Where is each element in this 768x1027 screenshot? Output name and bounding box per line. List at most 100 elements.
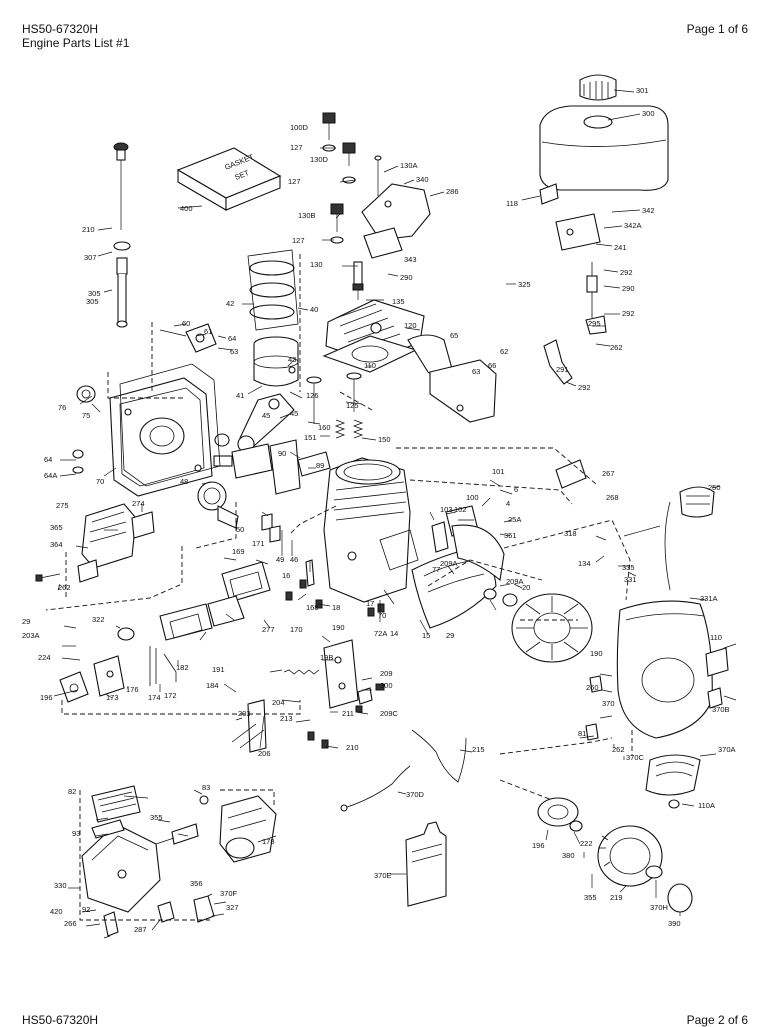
part-callout-222: 222 [580,839,593,848]
part-callout-262: 262 [58,583,71,592]
fuel-cap [579,74,617,101]
part-callout-292: 292 [622,309,635,318]
part-callout-209A: 209A [440,559,458,568]
governor-arm-bracket [429,359,497,423]
part-callout-370A: 370A [718,745,736,754]
governor-spring-bracket [323,639,359,709]
part-callout-49: 49 [276,555,284,564]
starter-washer [569,820,583,832]
shut-off-valve [539,183,559,205]
part-callout-190: 190 [332,623,345,632]
part-callout-340: 340 [416,175,429,184]
part-callout-45: 45 [262,411,270,420]
part-callout-390: 390 [668,919,681,928]
part-callout-102: 102 [454,505,467,514]
block-fasteners [285,559,385,617]
part-callout-63: 63 [472,367,480,376]
ground-wire [411,729,467,783]
part-callout-126: 126 [306,391,319,400]
fuel-tank [539,105,669,191]
callout-leaders [53,89,737,939]
part-callout-400: 400 [180,204,193,213]
part-callout-351: 351 [504,531,517,540]
part-callout-29: 29 [446,631,454,640]
part-callout-291: 291 [556,365,569,374]
part-callout-420: 420 [50,907,63,916]
part-callout-60: 60 [182,319,190,328]
spark-plug-wire [623,501,671,591]
part-callout-262: 262 [612,745,625,754]
part-callout-191: 191 [212,665,225,674]
part-callout-215: 215 [472,745,485,754]
part-callout-331: 331 [624,575,637,584]
piston-rings [247,249,299,331]
part-callout-46: 46 [290,555,298,564]
drain-plugs [72,449,84,474]
part-callout-82: 82 [68,787,76,796]
intake-gaskets [159,595,245,641]
part-callout-322: 322 [92,615,105,624]
cam-gear [197,481,239,529]
part-callout-266: 266 [64,919,77,928]
throttle-rods [231,723,265,749]
flywheel [511,593,593,663]
part-callout-274: 274 [132,499,145,508]
muffler-bracket [77,559,99,583]
valve-tappets [261,513,281,543]
oil-seal [76,385,96,403]
part-callout-173: 173 [106,693,119,702]
part-callout-125: 125 [346,401,359,410]
throttle-control-lever [543,339,573,385]
part-callout-250: 250 [708,483,721,492]
part-callout-241: 241 [614,243,627,252]
part-callout-63: 63 [230,347,238,356]
part-callout-48: 48 [180,477,188,486]
part-callout-43: 43 [288,355,296,364]
part-callout-81: 81 [578,729,586,738]
part-callout-318: 318 [564,529,577,538]
part-callout-380: 380 [562,851,575,860]
part-callout-209: 209 [380,669,393,678]
assembly-guide-lines [45,254,633,921]
part-callout-184: 184 [206,681,219,690]
part-callout-45: 45 [290,409,298,418]
part-callout-42: 42 [226,299,234,308]
baffle-plate [451,524,505,582]
part-callout-210: 210 [82,225,95,234]
part-callout-196: 196 [40,693,53,702]
governor-shaft-assembly [159,323,217,353]
cover-gasket [119,363,221,487]
part-callout-15: 15 [422,631,430,640]
part-callout-290: 290 [622,284,635,293]
part-callout-127: 127 [292,236,305,245]
part-callout-64: 64 [44,455,52,464]
wire-harness-connector [679,486,715,518]
header-left: HS50-67320H Engine Parts List #1 [22,22,129,50]
part-callout-134: 134 [578,559,591,568]
part-callout-174: 174 [148,693,161,702]
part-callout-40: 40 [310,305,318,314]
warning-decal [91,785,141,823]
cylinder-baffle [361,183,431,241]
part-callout-343: 343 [404,255,417,264]
part-callout-206: 206 [258,749,271,758]
ignition-module [431,521,449,553]
part-callout-342: 342 [642,206,655,215]
part-callout-178: 178 [262,837,275,846]
governor-spring [283,669,320,675]
part-callout-292: 292 [620,268,633,277]
valve-springs [334,419,364,439]
part-callout-14: 14 [390,629,398,638]
part-callout-127: 127 [288,177,301,186]
part-callout-342A: 342A [624,221,642,230]
piston [253,336,299,387]
part-callout-150: 150 [378,435,391,444]
dipstick [113,142,129,230]
part-callout-203: 203 [238,709,251,718]
crankshaft [213,433,331,495]
muffler-gasket [131,511,155,539]
part-callout-169: 169 [232,547,245,556]
part-callout-331A: 331A [700,594,718,603]
part-callout-277: 277 [262,625,275,634]
part-callout-292: 292 [578,383,591,392]
